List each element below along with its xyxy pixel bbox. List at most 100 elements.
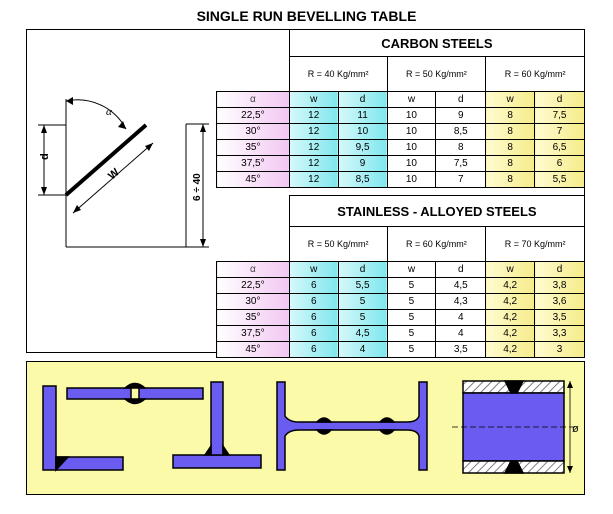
value-cell: 5,5 xyxy=(337,277,388,294)
value-cell: 9,5 xyxy=(337,139,388,156)
carbon-heading: CARBON STEELS xyxy=(288,29,586,57)
value-cell: 6 xyxy=(534,155,585,172)
col-w: w xyxy=(485,261,536,278)
value-cell: 7 xyxy=(435,171,487,188)
blank-cell xyxy=(217,196,290,227)
angle-cell: 30° xyxy=(216,293,290,310)
value-cell: 7,5 xyxy=(435,155,487,172)
table-row: 22,5° 6 5,5 5 4,5 4,2 3,8 xyxy=(216,277,585,294)
value-cell: 7,5 xyxy=(534,107,585,124)
weld-examples-drawing: ø xyxy=(42,380,579,474)
value-cell: 6 xyxy=(288,341,339,358)
col-w: w xyxy=(386,261,437,278)
stainless-group-2: R = 60 Kg/mm² xyxy=(386,226,487,262)
value-cell: 5 xyxy=(386,325,437,342)
blank-cell xyxy=(216,56,290,92)
col-w: w xyxy=(288,261,339,278)
value-cell: 8 xyxy=(485,155,536,172)
table-row: 37,5° 12 9 10 7,5 8 6 xyxy=(216,155,585,172)
butt-weld-shape xyxy=(66,382,204,405)
value-cell: 3,3 xyxy=(534,325,585,342)
carbon-group-1: R = 40 Kg/mm² xyxy=(288,56,388,92)
page-title: SINGLE RUN BEVELLING TABLE xyxy=(196,8,417,24)
col-d: d xyxy=(435,91,487,108)
angle-cell: 45° xyxy=(216,341,290,358)
stainless-group-3: R = 70 Kg/mm² xyxy=(485,226,585,262)
value-cell: 5 xyxy=(337,293,388,310)
bevel-diagram: α d W 6 ÷ 40 xyxy=(38,97,209,248)
value-cell: 5 xyxy=(386,341,437,358)
thickness-label: 6 ÷ 40 xyxy=(192,173,203,201)
value-cell: 4,2 xyxy=(485,309,536,326)
table-row: 30° 6 5 5 4,3 4,2 3,6 xyxy=(216,293,585,310)
d-label: d xyxy=(39,153,51,160)
weld-examples-panel: ø xyxy=(26,361,585,495)
value-cell: 5 xyxy=(337,309,388,326)
value-cell: 3,6 xyxy=(534,293,585,310)
value-cell: 10 xyxy=(386,123,437,140)
value-cell: 6 xyxy=(288,293,339,310)
value-cell: 8 xyxy=(485,123,536,140)
i-beam-weld-shape xyxy=(276,381,428,471)
angle-cell: 45° xyxy=(216,171,290,188)
value-cell: 7 xyxy=(534,123,585,140)
value-cell: 4,3 xyxy=(435,293,487,310)
col-d: d xyxy=(337,91,388,108)
value-cell: 12 xyxy=(288,123,339,140)
value-cell: 4,5 xyxy=(337,325,388,342)
value-cell: 5 xyxy=(386,277,437,294)
value-cell: 10 xyxy=(386,171,437,188)
value-cell: 11 xyxy=(337,107,388,124)
table-row: 30° 12 10 10 8,5 8 7 xyxy=(216,123,585,140)
table-row: 45° 6 4 5 3,5 4,2 3 xyxy=(216,341,585,358)
value-cell: 4,2 xyxy=(485,293,536,310)
col-d: d xyxy=(337,261,388,278)
angle-cell: 37,5° xyxy=(216,325,290,342)
diameter-label: ø xyxy=(572,423,579,435)
angle-cell: 35° xyxy=(216,309,290,326)
value-cell: 12 xyxy=(288,155,339,172)
w-label: W xyxy=(106,166,122,182)
col-d: d xyxy=(435,261,487,278)
value-cell: 3,5 xyxy=(534,309,585,326)
corner-weld-shape xyxy=(42,385,124,472)
value-cell: 6 xyxy=(288,277,339,294)
col-alpha: α xyxy=(216,261,290,278)
pipe-weld-shape xyxy=(462,380,565,474)
blank-cell xyxy=(216,226,290,262)
angle-cell: 37,5° xyxy=(216,155,290,172)
value-cell: 6,5 xyxy=(534,139,585,156)
value-cell: 8,5 xyxy=(435,123,487,140)
value-cell: 6 xyxy=(288,325,339,342)
value-cell: 4,2 xyxy=(485,277,536,294)
value-cell: 10 xyxy=(386,139,437,156)
value-cell: 8 xyxy=(485,171,536,188)
value-cell: 4,2 xyxy=(485,341,536,358)
stainless-steels-table: STAINLESS - ALLOYED STEELS R = 50 Kg/mm²… xyxy=(216,195,586,358)
value-cell: 8 xyxy=(435,139,487,156)
col-w: w xyxy=(386,91,437,108)
col-d: d xyxy=(534,91,585,108)
value-cell: 10 xyxy=(386,107,437,124)
value-cell: 4 xyxy=(435,309,487,326)
value-cell: 9 xyxy=(337,155,388,172)
value-cell: 9 xyxy=(435,107,487,124)
value-cell: 12 xyxy=(288,171,339,188)
table-row: 45° 12 8,5 10 7 8 5,5 xyxy=(216,171,585,188)
table-row: 22,5° 12 11 10 9 8 7,5 xyxy=(216,107,585,124)
value-cell: 6 xyxy=(288,309,339,326)
col-w: w xyxy=(288,91,339,108)
angle-cell: 22,5° xyxy=(216,107,290,124)
value-cell: 4 xyxy=(435,325,487,342)
angle-cell: 22,5° xyxy=(216,277,290,294)
t-joint-weld-shape xyxy=(172,381,262,469)
value-cell: 10 xyxy=(386,155,437,172)
value-cell: 8 xyxy=(485,139,536,156)
angle-cell: 30° xyxy=(216,123,290,140)
stainless-heading: STAINLESS - ALLOYED STEELS xyxy=(288,195,586,227)
stainless-group-1: R = 50 Kg/mm² xyxy=(288,226,388,262)
value-cell: 3,8 xyxy=(534,277,585,294)
carbon-group-3: R = 60 Kg/mm² xyxy=(485,56,585,92)
value-cell: 12 xyxy=(288,139,339,156)
col-alpha: α xyxy=(216,91,290,108)
